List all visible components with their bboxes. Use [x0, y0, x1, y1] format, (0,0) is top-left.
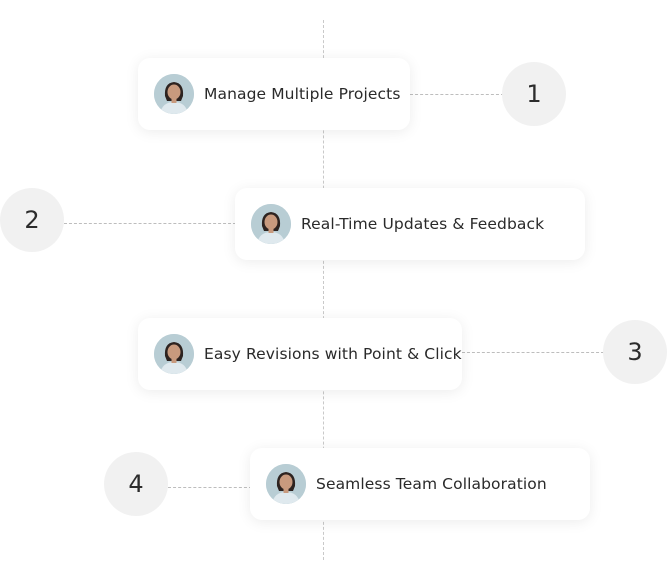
step-label: Manage Multiple Projects: [204, 85, 401, 103]
step-card-3: Easy Revisions with Point & Click: [138, 318, 462, 390]
connector-line-2: [64, 223, 236, 224]
timeline-spine: [323, 20, 324, 560]
avatar: [251, 204, 291, 244]
step-label: Easy Revisions with Point & Click: [204, 345, 462, 363]
avatar: [154, 74, 194, 114]
step-label: Real-Time Updates & Feedback: [301, 215, 545, 233]
step-number-badge-3: 3: [603, 320, 667, 384]
step-card-2: Real-Time Updates & Feedback: [235, 188, 585, 260]
step-number-badge-2: 2: [0, 188, 64, 252]
step-card-4: Seamless Team Collaboration: [250, 448, 590, 520]
connector-line-1: [410, 94, 504, 95]
step-card-1: Manage Multiple Projects: [138, 58, 410, 130]
avatar: [154, 334, 194, 374]
step-number-badge-4: 4: [104, 452, 168, 516]
connector-line-3: [462, 352, 604, 353]
step-number-badge-1: 1: [502, 62, 566, 126]
connector-line-4: [168, 487, 252, 488]
step-label: Seamless Team Collaboration: [316, 475, 547, 493]
avatar: [266, 464, 306, 504]
